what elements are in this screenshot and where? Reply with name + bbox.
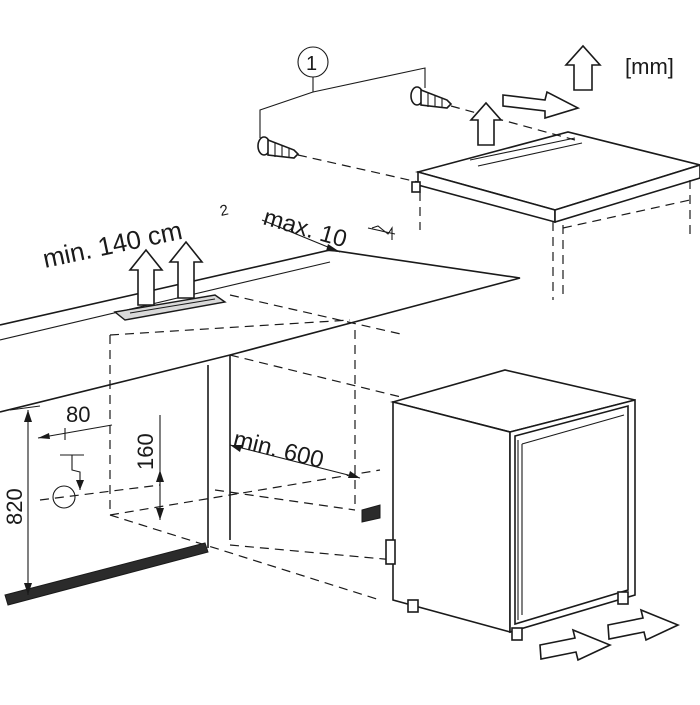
units-label: [mm]	[625, 54, 674, 79]
height-dimension	[9, 405, 41, 595]
lift-arrow-icon	[469, 44, 602, 146]
drain-hole	[39, 454, 161, 509]
ventilation-grille	[113, 294, 227, 321]
floor-plinth	[4, 365, 381, 606]
screw-icon	[410, 86, 576, 141]
ventilation-label: min. 140 cm	[40, 215, 185, 274]
drain-offset-x-label: 80	[66, 402, 90, 427]
drain-offset-y-label: 160	[133, 433, 158, 470]
top-plate	[411, 131, 700, 300]
height-label: 820	[2, 488, 27, 525]
drain-offset-x-dimension	[37, 424, 113, 440]
push-arrow-icon	[539, 608, 680, 662]
worktop-plane	[0, 249, 521, 540]
depth-label: min. 600	[231, 426, 327, 474]
depth-dimension	[229, 444, 361, 479]
screw-icon	[257, 136, 419, 183]
ventilation-arrow-icon	[128, 240, 204, 306]
drain-offset-y-dimension	[156, 415, 164, 520]
ventilation-superscript: 2	[218, 202, 230, 220]
gap-dimension	[261, 219, 396, 253]
gap-label: max. 10	[260, 204, 350, 253]
refrigerator	[385, 369, 636, 641]
callout-number: 1	[306, 53, 317, 75]
slide-arrow-icon	[502, 90, 581, 120]
callout-marker	[259, 46, 426, 138]
